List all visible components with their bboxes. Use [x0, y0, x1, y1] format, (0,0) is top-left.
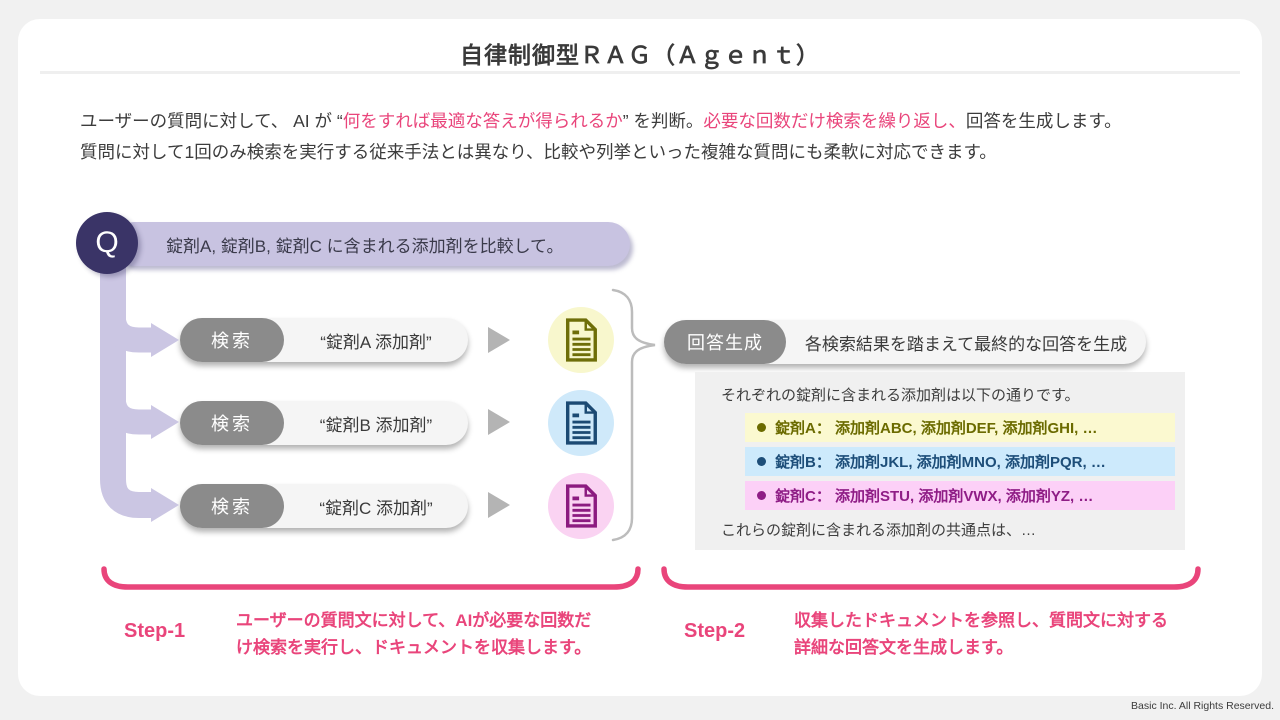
bullet-dot-icon [757, 423, 766, 432]
question-badge: Q [76, 212, 138, 274]
flow-arrow-icon [488, 409, 510, 435]
intro-seg: ” を判断。 [622, 111, 704, 131]
answer-result-box: それぞれの錠剤に含まれる添加剤は以下の通りです。 錠剤A： 添加剤ABC, 添加… [695, 372, 1185, 550]
title-divider [40, 71, 1240, 74]
answer-text: 各検索結果を踏まえて最終的な回答を生成 [804, 334, 1128, 354]
search-query: “錠剤C 添加剤” [319, 498, 433, 518]
result-item-b: 錠剤B： 添加剤JKL, 添加剤MNO, 添加剤PQR, … [745, 447, 1175, 476]
document-icon [565, 401, 597, 445]
document-badge-yellow [548, 307, 614, 373]
result-item-text: 錠剤B： 添加剤JKL, 添加剤MNO, 添加剤PQR, … [775, 454, 1106, 471]
document-badge-blue [548, 390, 614, 456]
bullet-dot-icon [757, 491, 766, 500]
merge-brace-icon [611, 288, 656, 542]
document-icon [565, 318, 597, 362]
result-intro: それぞれの錠剤に含まれる添加剤は以下の通りです。 [721, 387, 1080, 404]
result-item-text: 錠剤A： 添加剤ABC, 添加剤DEF, 添加剤GHI, … [775, 420, 1098, 437]
answer-label: 回答生成 [664, 320, 786, 364]
flow-arrow-icon [488, 492, 510, 518]
page-title: 自律制御型ＲＡＧ（Ａｇｅｎｔ） [460, 42, 820, 68]
flow-arrow-icon [488, 327, 510, 353]
flow-branch-arrows-icon [100, 257, 179, 522]
result-outro: これらの錠剤に含まれる添加剤の共通点は、… [721, 522, 1037, 539]
step1-description: ユーザーの質問文に対して、AIが必要な回数だ け検索を実行し、ドキュメントを収集… [236, 607, 591, 661]
intro-line-1: ユーザーの質問に対して、 AI が “何をすれば最適な答えが得られるか” を判断… [80, 106, 1190, 137]
document-icon [565, 484, 597, 528]
search-label: 検索 [180, 484, 284, 528]
intro-seg-highlight: 必要な回数だけ検索を繰り返し、 [703, 111, 966, 131]
search-pill-b: 検索 “錠剤B 添加剤” [180, 401, 468, 445]
step1-brace-icon [101, 566, 641, 590]
search-pill-c: 検索 “錠剤C 添加剤” [180, 484, 468, 528]
step2-description: 収集したドキュメントを参照し、質問文に対する 詳細な回答文を生成します。 [794, 607, 1168, 661]
search-pill-a: 検索 “錠剤A 添加剤” [180, 318, 468, 362]
intro-paragraph: ユーザーの質問に対して、 AI が “何をすれば最適な答えが得られるか” を判断… [80, 106, 1190, 168]
result-item-a: 錠剤A： 添加剤ABC, 添加剤DEF, 添加剤GHI, … [745, 413, 1175, 442]
step2-desc-line2: 詳細な回答文を生成します。 [794, 638, 1014, 657]
step2-brace-icon [661, 566, 1201, 590]
search-label: 検索 [180, 318, 284, 362]
step2-desc-line1: 収集したドキュメントを参照し、質問文に対する [794, 611, 1168, 630]
intro-seg-highlight: 何をすれば最適な答えが得られるか [342, 111, 623, 131]
result-item-text: 錠剤C： 添加剤STU, 添加剤VWX, 添加剤YZ, … [775, 488, 1094, 505]
step1-desc-line2: け検索を実行し、ドキュメントを収集します。 [236, 638, 592, 657]
step1-label: Step-1 [124, 620, 186, 642]
search-label: 検索 [180, 401, 284, 445]
search-query: “錠剤A 添加剤” [320, 332, 432, 352]
intro-seg: 回答を生成します。 [965, 111, 1122, 131]
intro-line-2: 質問に対して1回のみ検索を実行する従来手法とは異なり、比較や列挙といった複雑な質… [80, 142, 997, 162]
footer-copyright: Basic Inc. All Rights Reserved. [1131, 700, 1274, 712]
bullet-dot-icon [757, 457, 766, 466]
document-badge-pink [548, 473, 614, 539]
search-query: “錠剤B 添加剤” [319, 415, 433, 435]
result-item-c: 錠剤C： 添加剤STU, 添加剤VWX, 添加剤YZ, … [745, 481, 1175, 510]
question-bubble: 錠剤A, 錠剤B, 錠剤C に含まれる添加剤を比較して。 [122, 222, 630, 266]
step2-label: Step-2 [684, 620, 746, 642]
question-text: 錠剤A, 錠剤B, 錠剤C に含まれる添加剤を比較して。 [166, 236, 564, 256]
answer-pill: 回答生成 各検索結果を踏まえて最終的な回答を生成 [664, 320, 1146, 364]
step1-desc-line1: ユーザーの質問文に対して、AIが必要な回数だ [236, 611, 592, 630]
intro-seg: ユーザーの質問に対して、 AI が “ [80, 111, 343, 131]
